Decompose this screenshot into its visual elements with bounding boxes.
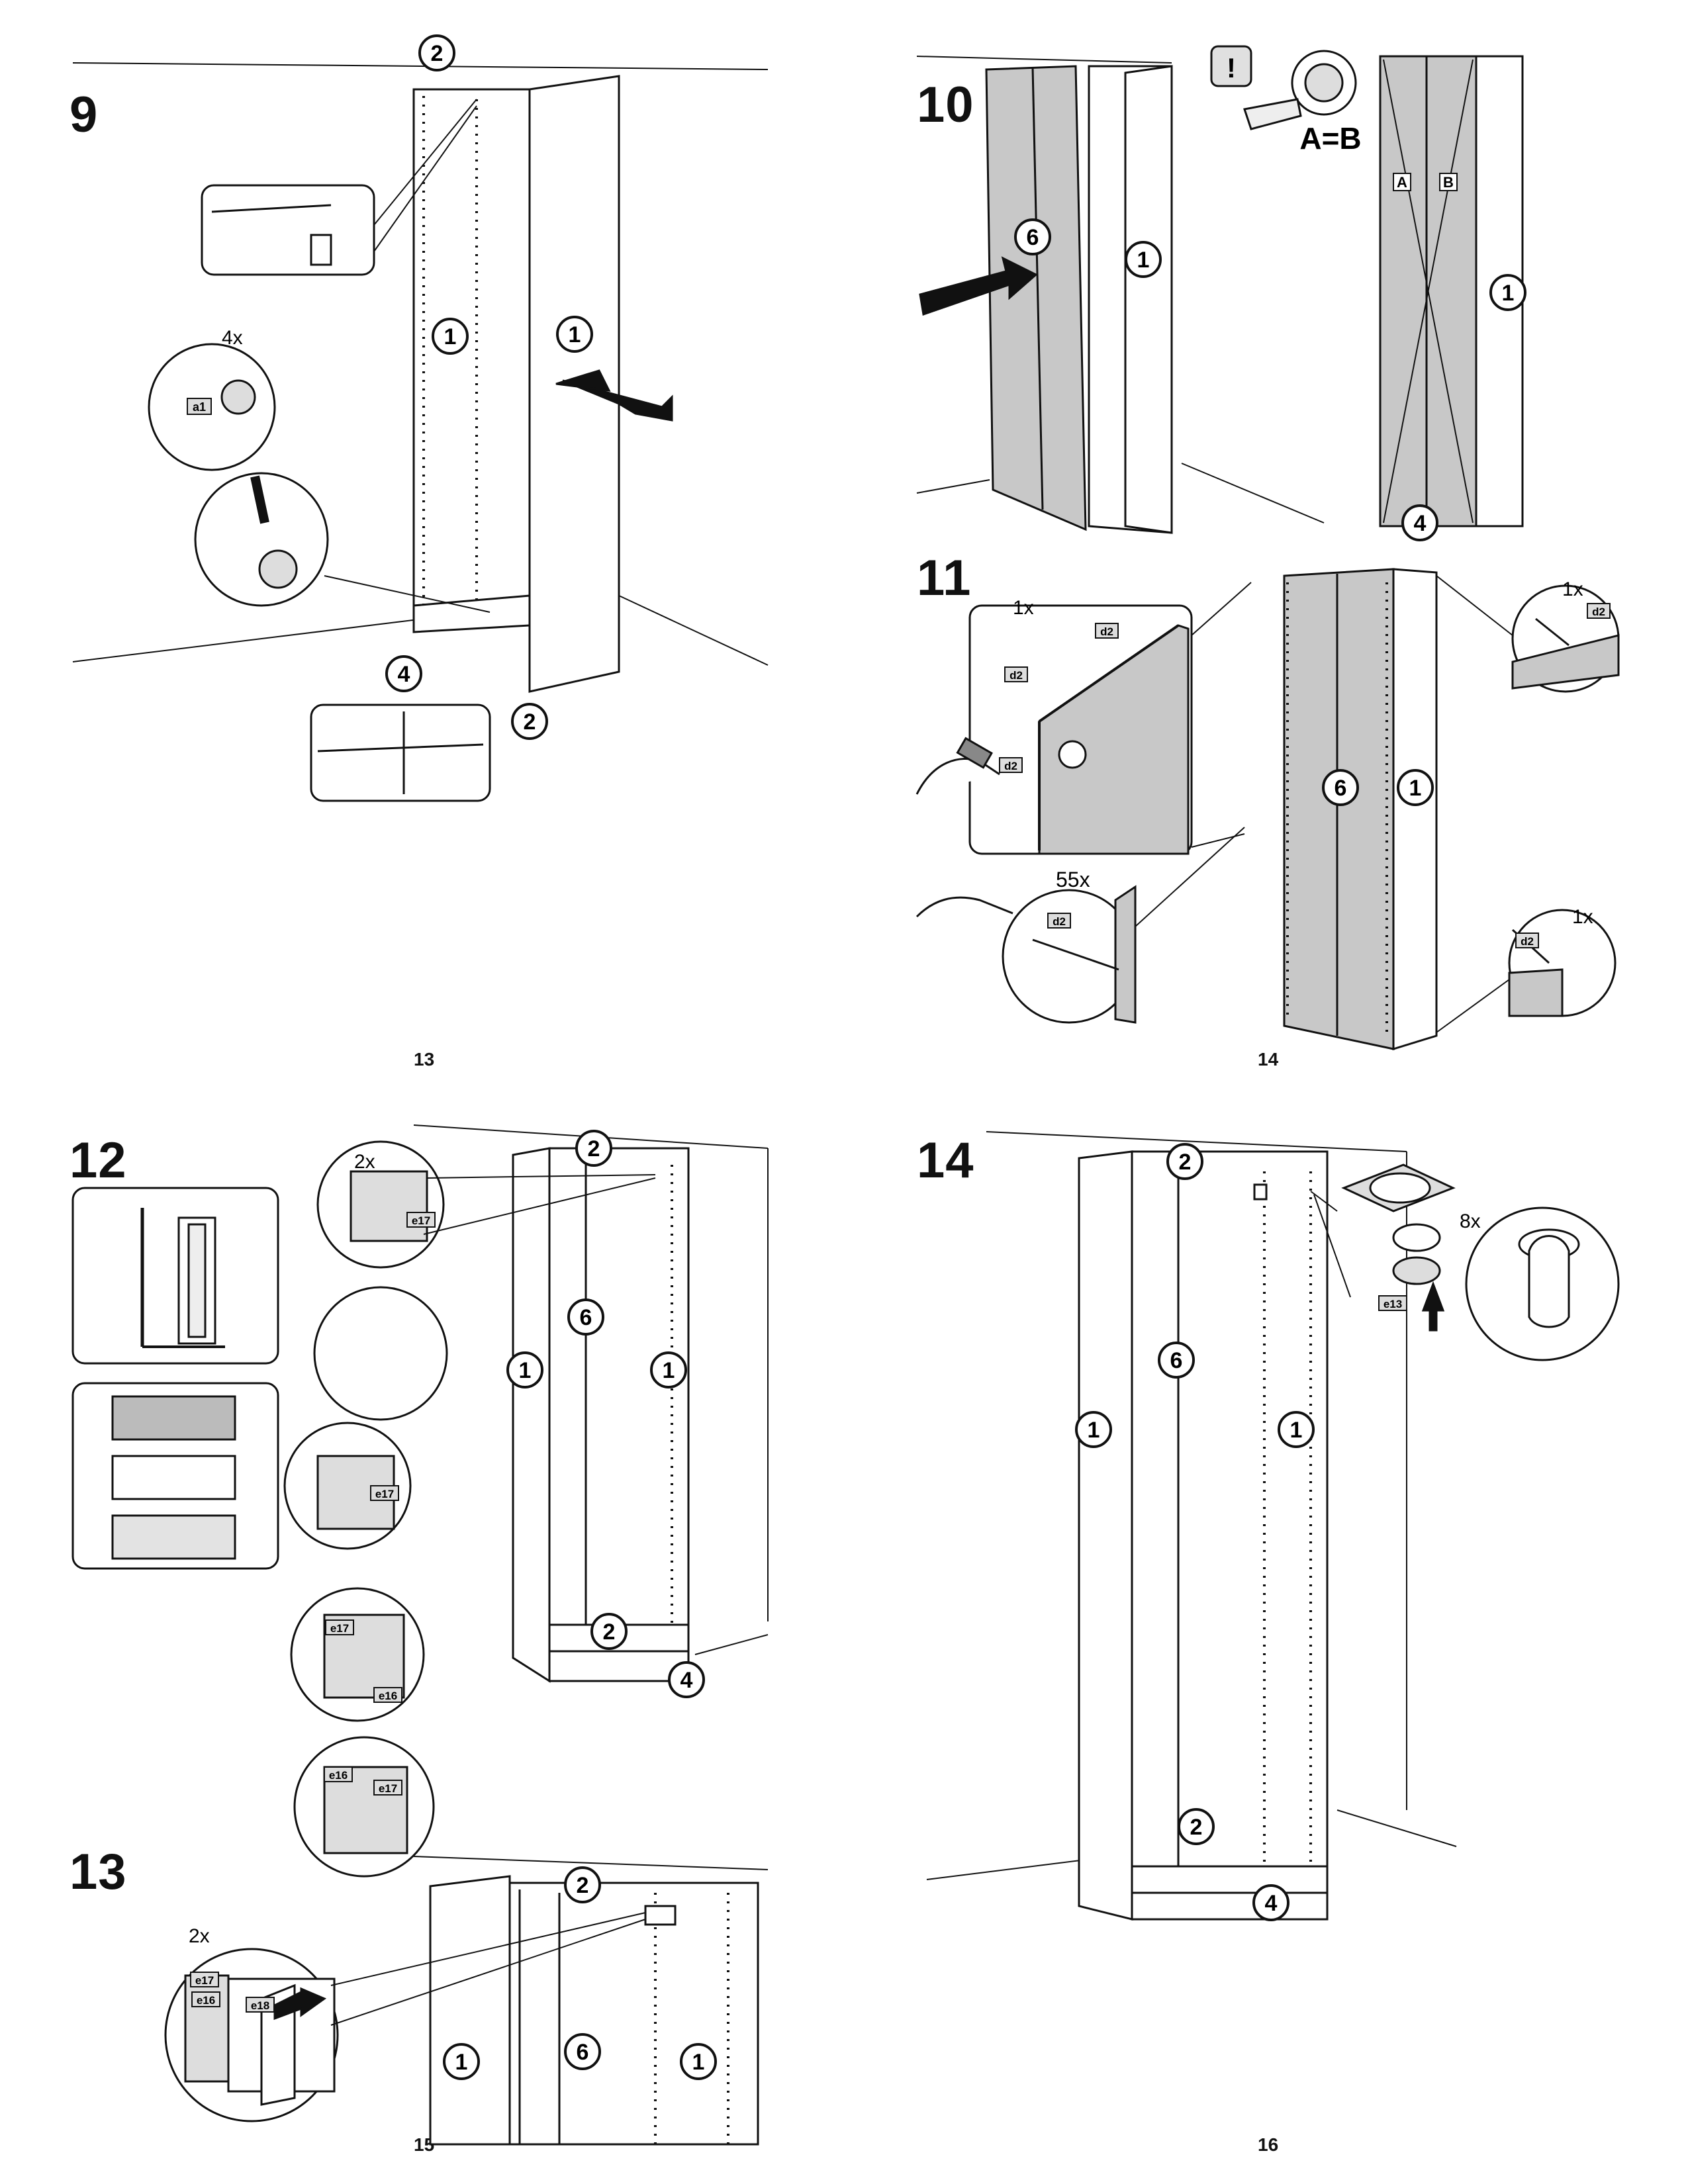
page-number-13: 13: [414, 1049, 435, 1069]
callout-6: 6: [577, 2040, 589, 2065]
step-9-illustration: [72, 62, 769, 802]
step-12-illustration: [71, 1124, 769, 1878]
callout-1-right: 1: [569, 322, 581, 347]
step-9-labels: 2 1 1 4 2 4x a1: [187, 34, 593, 740]
callout-2-top: [418, 34, 455, 71]
step-number-14: 14: [917, 1132, 974, 1189]
part-d2-bottom-right: d2: [1521, 935, 1534, 948]
part-e16-1: e16: [379, 1690, 397, 1702]
callout-1-right: 1: [692, 2050, 705, 2075]
step-13-labels: 2x e17 e16 e18 2 1 6 1: [189, 1866, 717, 2080]
part-e13: e13: [1383, 1298, 1402, 1310]
count-55x: 55x: [1056, 868, 1090, 891]
step-14-labels: 8x e13 2 6 1 1 2 4: [1075, 1143, 1481, 1921]
part-d2-box-mid: d2: [1009, 669, 1023, 682]
part-a1: a1: [193, 400, 206, 414]
count-1x-box: 1x: [1013, 597, 1034, 619]
label-b: B: [1443, 174, 1454, 191]
part-d2-box-bottom: d2: [1004, 760, 1017, 772]
callout-1-right: 1: [1290, 1418, 1303, 1443]
part-e17-3: e17: [330, 1622, 349, 1635]
equation-a-equals-b: A=B: [1299, 121, 1361, 156]
count-2x: 2x: [354, 1151, 375, 1173]
callout-6: 6: [1027, 225, 1039, 250]
step-10-labels: ! A=B A B 6 1 1 4: [1014, 52, 1526, 541]
step-11-labels: 1x d2 d2 d2 55x d2 1x d2 1x d2 6 1: [999, 578, 1611, 948]
callout-4: 4: [1414, 511, 1427, 536]
callout-2-bottom: 2: [1190, 1815, 1203, 1840]
callout-2-top: 2: [1179, 1150, 1192, 1175]
part-e16: e16: [197, 1994, 215, 2007]
callout-2: 2: [577, 1873, 589, 1898]
callout-4: 4: [398, 662, 410, 687]
step-number-12: 12: [70, 1132, 127, 1189]
label-a: A: [1397, 174, 1407, 191]
callout-1-left: 1: [519, 1358, 532, 1383]
page-number-14: 14: [1258, 1049, 1279, 1069]
callout-1-left: 1: [1137, 248, 1150, 273]
step-10-illustration: [916, 45, 1524, 534]
step-number-11: 11: [917, 550, 972, 606]
callout-1-left: 1: [444, 324, 457, 349]
page-number-16: 16: [1258, 2134, 1279, 2155]
step-12-labels: 2x e17 e17 e17 e16 e16 e17 2 6 1 1 2 4: [324, 1130, 705, 1796]
callout-1-left: 1: [1088, 1418, 1100, 1443]
callout-2-bottom: 2: [524, 709, 536, 735]
part-d2-top-right: d2: [1592, 606, 1605, 618]
part-e17-2: e17: [375, 1488, 394, 1500]
part-e16-2: e16: [329, 1769, 348, 1782]
callout-1-left: 1: [455, 2050, 468, 2075]
part-e17-4: e17: [379, 1782, 397, 1795]
warning-icon: !: [1227, 52, 1236, 83]
callout-2-top: 2: [588, 1136, 600, 1161]
count-4x: 4x: [222, 327, 243, 349]
callout-1-right: 1: [1502, 281, 1515, 306]
step-14-illustration: [926, 1131, 1620, 1921]
callout-6: 6: [1335, 776, 1347, 801]
count-1x-bottom: 1x: [1572, 906, 1593, 928]
step-number-10: 10: [917, 77, 974, 133]
callout-6: 6: [1170, 1348, 1183, 1373]
step-number-9: 9: [70, 87, 99, 143]
step-number-13: 13: [70, 1844, 127, 1900]
callout-2-bottom: 2: [603, 1619, 616, 1645]
part-e17-1: e17: [412, 1214, 430, 1227]
count-1x-top: 1x: [1562, 578, 1583, 600]
callout-4: 4: [1265, 1891, 1278, 1916]
count-2x: 2x: [189, 1925, 210, 1947]
callout-2-top-text: 2: [431, 41, 444, 66]
count-8x: 8x: [1460, 1210, 1481, 1232]
part-d2-box-top: d2: [1100, 625, 1113, 638]
part-e17: e17: [195, 1974, 214, 1987]
part-e18: e18: [251, 1999, 269, 2012]
step-11-illustration: [915, 568, 1620, 1051]
callout-4: 4: [680, 1668, 693, 1693]
callout-1-right: 1: [663, 1358, 675, 1383]
part-d2-circle: d2: [1053, 915, 1066, 928]
callout-6: 6: [580, 1305, 592, 1330]
step-13-illustration: [164, 1856, 769, 2146]
callout-1: 1: [1409, 776, 1422, 801]
